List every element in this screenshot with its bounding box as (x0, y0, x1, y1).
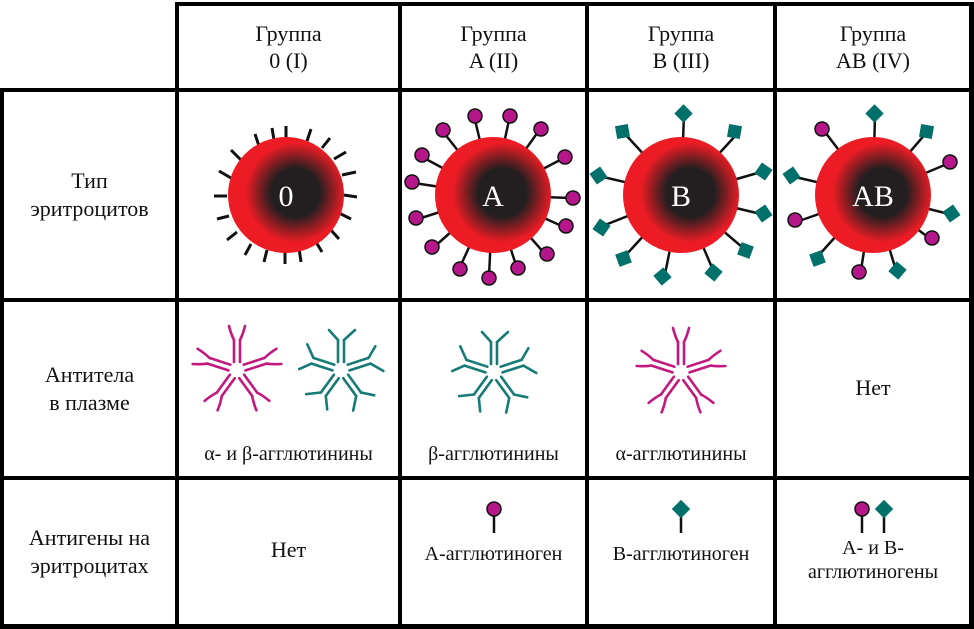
svg-text:B: B (671, 180, 691, 213)
row-label-erythrocyte-type: Тип эритроцитов (4, 92, 175, 298)
header-subtitle: AB (IV) (836, 48, 910, 73)
header-subtitle: A (II) (468, 48, 519, 73)
svg-text:0: 0 (279, 180, 294, 213)
antigens-none: Нет (270, 537, 307, 562)
row-label-line: эритроцитов (30, 196, 149, 221)
svg-text:AB: AB (852, 180, 894, 213)
antigens-caption: A-агглютиноген (424, 543, 563, 565)
erythrocyte-group-ab: AB (777, 92, 969, 298)
alpha-agglutinin-icon (635, 326, 727, 414)
antibodies-caption: β-агглютинины (428, 443, 559, 465)
header-group-0: Группа 0 (I) (179, 6, 398, 88)
antigens-caption: агглютиногены (807, 561, 939, 583)
grid-line (0, 476, 974, 480)
grid-line (0, 298, 974, 302)
antigens-group-0: Нет (179, 480, 398, 624)
grid-line (177, 2, 974, 6)
grid-line (0, 88, 4, 629)
antigens-caption: B-агглютиноген (612, 543, 750, 565)
erythrocyte-group-a: A (402, 92, 585, 298)
antigens-group-ab: A- и B- агглютиногены (777, 480, 969, 624)
grid-line (773, 2, 777, 629)
row-label-plasma-antibodies: Антитела в плазме (4, 302, 175, 476)
a-antigen-icon (485, 501, 502, 533)
antibodies-group-b: α-агглютинины (589, 302, 773, 476)
grid-line (969, 2, 974, 629)
antibodies-none: Нет (855, 375, 891, 400)
grid-line (585, 2, 589, 629)
header-title: Группа (460, 21, 527, 46)
header-title: Группа (839, 21, 907, 46)
b-antigen-icon (671, 500, 691, 533)
grid-line (0, 88, 974, 92)
row-label-line: эритроцитах (30, 553, 149, 578)
antibodies-caption: α- и β-агглютинины (204, 443, 373, 465)
erythrocyte-group-0: 0 (179, 92, 398, 298)
row-label-line: Тип (71, 168, 108, 193)
antibodies-group-a: β-агглютинины (402, 302, 585, 476)
header-group-a: Группа A (II) (402, 6, 585, 88)
antibodies-group-ab: Нет (777, 302, 969, 476)
svg-text:A: A (482, 180, 504, 213)
alpha-agglutinin-icon (190, 324, 283, 412)
grid-line (0, 624, 974, 629)
header-group-ab: Группа AB (IV) (777, 6, 969, 88)
header-subtitle: 0 (I) (269, 48, 308, 73)
antigens-group-a: A-агглютиноген (402, 480, 585, 624)
antibodies-group-0: α- и β-агглютинины (179, 302, 398, 476)
row-label-line: в плазме (49, 390, 130, 415)
grid-line (398, 2, 402, 629)
b-antigen-icon (874, 500, 894, 533)
header-group-b: Группа B (III) (589, 6, 773, 88)
erythrocyte-a-icon: A (404, 108, 581, 286)
erythrocyte-ab-icon: AB (782, 104, 961, 280)
erythrocyte-group-b: B (589, 92, 773, 298)
erythrocyte-0-icon: 0 (214, 126, 358, 264)
antigens-caption: A- и B- (842, 537, 904, 559)
beta-agglutinin-icon (297, 328, 385, 412)
erythrocyte-b-icon: B (589, 104, 773, 286)
row-label-line: Антигены на (28, 525, 151, 550)
a-antigen-icon (854, 501, 870, 533)
antibodies-caption: α-агглютинины (615, 443, 747, 465)
grid-line (175, 2, 179, 629)
header-title: Группа (255, 21, 322, 46)
header-title: Группа (647, 21, 715, 46)
row-label-line: Антитела (44, 362, 135, 387)
beta-agglutinin-icon (450, 330, 538, 414)
antigens-group-b: B-агглютиноген (589, 480, 773, 624)
header-subtitle: B (III) (652, 48, 710, 73)
row-label-erythrocyte-antigens: Антигены на эритроцитах (4, 480, 175, 624)
